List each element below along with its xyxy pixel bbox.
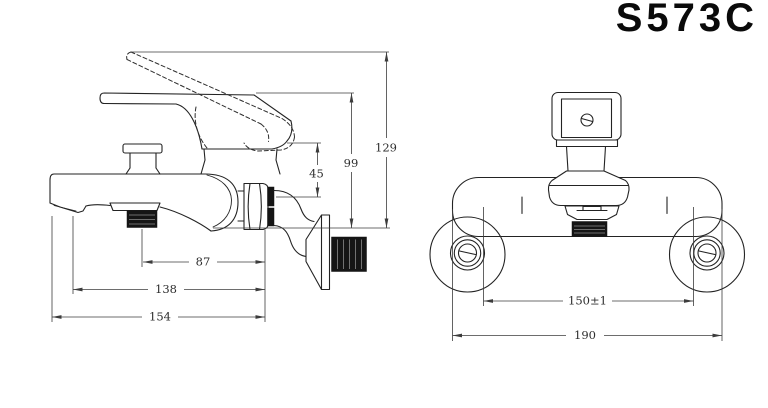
- model-number: S573C: [615, 0, 758, 40]
- side-body: [49, 173, 239, 232]
- front-outlet: [564, 205, 620, 237]
- screw-slot: [458, 250, 477, 256]
- screw-slot: [698, 250, 716, 256]
- front-extension-lines: [452, 207, 723, 341]
- front-dimension-lines: [452, 299, 722, 338]
- union-gasket: [267, 186, 275, 207]
- dim-overall-height: 129: [375, 141, 397, 155]
- handle-screw-cover: [580, 113, 594, 127]
- left-screw-fitting: [449, 235, 486, 271]
- dim-inlet-centers: 150±1: [568, 294, 607, 308]
- dim-cartridge-height: 45: [309, 167, 324, 181]
- side-dimension-lines: [52, 52, 389, 319]
- dim-overall-width: 190: [574, 328, 596, 342]
- side-view: 129 99 45 87 138 154: [49, 51, 397, 324]
- dome-base: [547, 170, 630, 207]
- wall-pipe-thread: [331, 236, 367, 272]
- wall-escutcheon-side: [305, 214, 331, 291]
- front-outlet-thread: [571, 221, 608, 237]
- lever-handle-raised-phantom: [126, 51, 295, 152]
- front-view: 150±1 190: [429, 91, 746, 342]
- left-wall-flange: [429, 216, 506, 293]
- dim-outlet-to-wall: 87: [196, 255, 211, 269]
- right-screw-fitting: [689, 235, 725, 271]
- diverter-knob: [122, 143, 163, 175]
- side-extension-lines: [51, 51, 390, 322]
- right-wall-flange: [668, 216, 746, 293]
- dim-spout-reach: 138: [155, 282, 177, 296]
- lever-handle: [99, 92, 293, 175]
- inlet-joints: [521, 196, 668, 215]
- dim-handle-height: 99: [344, 156, 359, 170]
- wall-union: [237, 182, 367, 291]
- shower-outlet-thread: [126, 210, 158, 228]
- front-handle: [551, 91, 622, 172]
- dim-overall-depth: 154: [149, 310, 171, 324]
